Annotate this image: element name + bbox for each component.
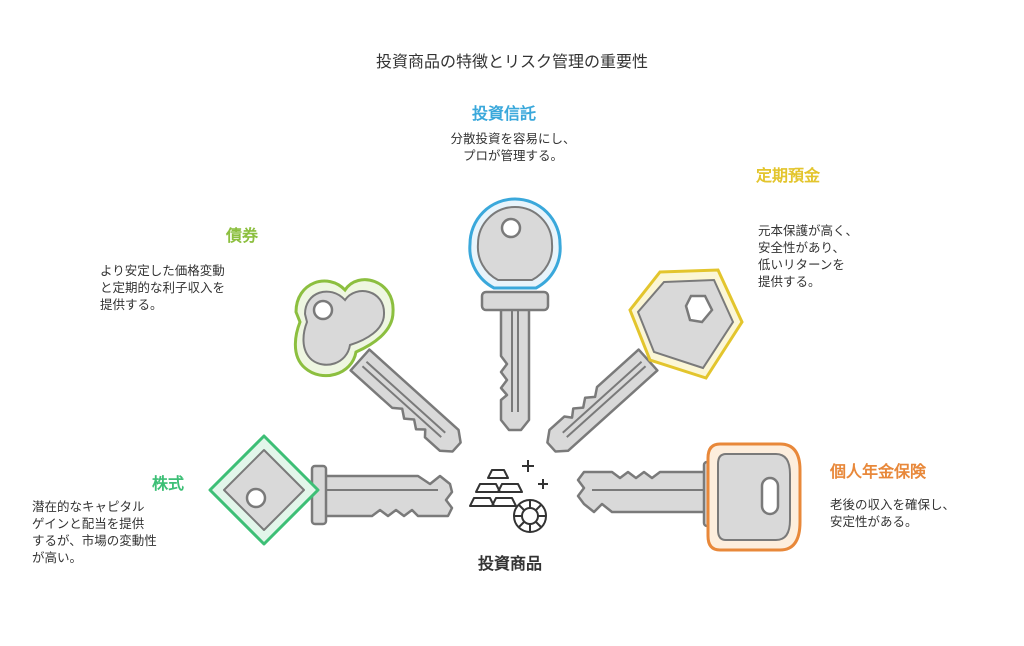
desc-line: が高い。 xyxy=(32,550,83,565)
desc-line: 提供する。 xyxy=(100,297,163,312)
key-mutual-fund xyxy=(468,197,562,432)
page-title: 投資商品の特徴とリスク管理の重要性 xyxy=(375,52,648,71)
label-time-deposit: 定期預金 xyxy=(756,166,821,185)
desc-line: より安定した価格変動 xyxy=(100,263,225,278)
desc-line: するが、市場の変動性 xyxy=(32,533,157,548)
desc-bond: より安定した価格変動 と定期的な利子収入を 提供する。 xyxy=(100,262,225,313)
desc-pension: 老後の収入を確保し、 安定性がある。 xyxy=(830,496,955,530)
desc-line: 低いリターンを xyxy=(758,257,845,272)
desc-line: プロが管理する。 xyxy=(462,148,563,163)
desc-mutual-fund: 分散投資を容易にし、 プロが管理する。 xyxy=(438,130,588,164)
label-bond: 債券 xyxy=(226,226,259,245)
desc-line: 元本保護が高く、 xyxy=(758,223,859,238)
desc-time-deposit: 元本保護が高く、 安全性があり、 低いリターンを 提供する。 xyxy=(758,222,858,290)
desc-stock: 潜在的なキャピタル ゲインと配当を提供 するが、市場の変動性 が高い。 xyxy=(32,498,157,566)
label-pension: 個人年金保険 xyxy=(830,462,927,481)
desc-line: 分散投資を容易にし、 xyxy=(450,131,576,146)
desc-line: と定期的な利子収入を xyxy=(100,280,226,295)
key-bond xyxy=(293,278,468,459)
desc-line: 安全性があり、 xyxy=(758,240,846,255)
key-time-deposit xyxy=(540,268,744,459)
desc-line: 提供する。 xyxy=(758,274,821,289)
label-mutual-fund: 投資信託 xyxy=(472,104,537,123)
desc-line: 潜在的なキャピタル xyxy=(32,499,145,514)
desc-line: 老後の収入を確保し、 xyxy=(830,497,956,512)
center-label: 投資商品 xyxy=(477,554,542,573)
desc-line: 安定性がある。 xyxy=(830,514,918,529)
desc-line: ゲインと配当を提供 xyxy=(32,516,145,531)
label-stock: 株式 xyxy=(152,474,185,493)
gold-bars-and-chip-icon xyxy=(469,460,548,533)
key-stock xyxy=(208,434,454,546)
key-pension xyxy=(576,442,802,552)
